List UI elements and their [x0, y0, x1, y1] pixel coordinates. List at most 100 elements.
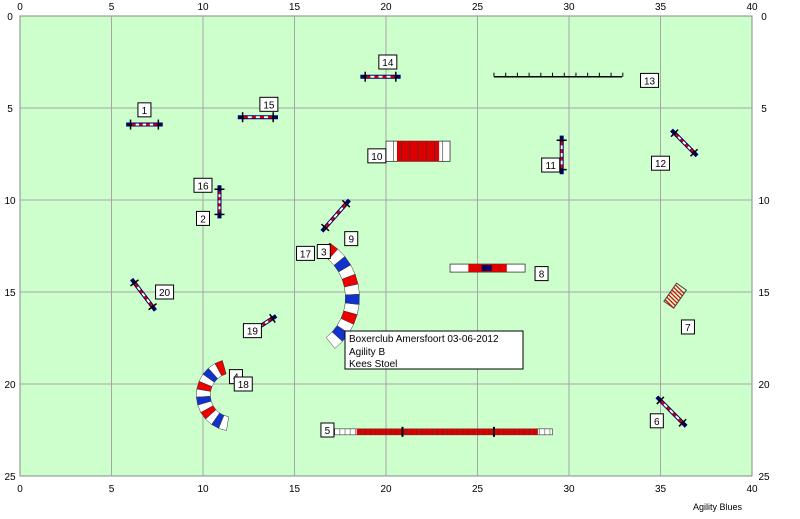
jump-10[interactable] [237, 112, 279, 123]
label-number: 5 [325, 426, 331, 437]
jump-stripe [267, 318, 272, 322]
label-box [233, 376, 253, 392]
jump-stripe [684, 143, 689, 148]
y-tick-left: 15 [4, 288, 16, 299]
label-box [295, 245, 315, 261]
label-box [680, 319, 695, 335]
jump-stripe [666, 406, 671, 411]
x-tick-bottom: 15 [289, 484, 301, 495]
jump-stripe [675, 133, 679, 138]
label-number: 17 [300, 249, 312, 260]
jump-8[interactable] [670, 128, 699, 158]
tire-stripe [664, 299, 675, 309]
y-tick-right: 10 [758, 196, 770, 207]
jump-stripe [261, 322, 266, 326]
x-tick-top: 35 [655, 2, 667, 13]
label-20: 20 [155, 284, 175, 300]
label-2: 2 [196, 210, 210, 226]
x-tick-bottom: 5 [109, 484, 115, 495]
jump-stripe [264, 320, 269, 324]
jump-stripe [141, 292, 146, 297]
jump-2[interactable] [214, 185, 225, 219]
label-number: 1 [142, 106, 148, 117]
curved-tunnel-4[interactable] [196, 360, 230, 431]
label-number: 14 [382, 58, 394, 69]
jump-wing [269, 313, 276, 323]
label-13: 13 [640, 72, 660, 88]
label-6: 6 [649, 413, 664, 429]
y-tick-left: 10 [4, 196, 16, 207]
dogwalk-5[interactable] [332, 426, 553, 437]
jump-stripe [675, 415, 680, 420]
jump-7[interactable] [556, 135, 567, 175]
obstacles [126, 71, 699, 437]
label-box [193, 177, 213, 193]
jump-9[interactable] [360, 71, 401, 82]
label-box [155, 284, 175, 300]
jump-stripe [678, 418, 683, 423]
jump-stripe [687, 145, 692, 150]
label-1: 1 [137, 102, 152, 118]
weave-poles-13[interactable] [493, 72, 624, 78]
jump-stripe [677, 136, 682, 140]
x-tick-top: 40 [746, 2, 758, 13]
label-number: 7 [685, 323, 691, 334]
tunnel-segment [344, 294, 360, 305]
label-3: 3 [316, 244, 331, 260]
label-box [640, 72, 660, 88]
y-tick-right: 20 [758, 380, 770, 391]
label-11: 11 [541, 157, 561, 173]
label-16: 16 [193, 177, 213, 193]
label-number: 15 [263, 100, 275, 111]
tire-7[interactable] [663, 282, 688, 309]
label-number: 11 [546, 161, 557, 172]
tire-rect [663, 282, 688, 309]
x-tick-bottom: 10 [197, 484, 209, 495]
chute-10[interactable] [385, 140, 451, 162]
x-tick-top: 0 [17, 2, 23, 13]
label-box [316, 244, 331, 260]
label-14: 14 [378, 54, 398, 70]
label-12: 12 [651, 155, 670, 171]
jump-stripe [134, 283, 139, 288]
obstacle-labels: 1234567891011121314151617181920 [137, 54, 695, 438]
jump-wing [678, 418, 687, 427]
jump-stripe [143, 295, 148, 301]
x-tick-bottom: 20 [380, 484, 392, 495]
y-tick-left: 20 [4, 380, 16, 391]
y-tick-right: 15 [758, 288, 770, 299]
jump-6[interactable] [655, 395, 688, 428]
jump-wing [341, 199, 351, 208]
jump-1[interactable] [126, 119, 163, 130]
label-box [242, 323, 262, 339]
label-number: 6 [654, 417, 660, 428]
jump-stripe [689, 148, 694, 153]
jump-stripe [672, 412, 677, 417]
label-box [137, 102, 152, 118]
label-box [541, 157, 561, 173]
x-tick-top: 20 [380, 2, 392, 13]
jump-3[interactable] [320, 198, 351, 233]
x-tick-top: 15 [289, 2, 301, 13]
label-15: 15 [259, 96, 279, 112]
jump-stripe [327, 219, 333, 225]
label-box [651, 155, 670, 171]
seesaw-8[interactable] [449, 263, 526, 273]
jump-5[interactable] [130, 277, 158, 312]
info-class: Agility B [349, 347, 385, 358]
y-tick-right: 0 [761, 12, 767, 23]
tire-frame [663, 282, 688, 309]
seesaw-pivot [481, 265, 492, 272]
tunnel-segment [218, 415, 230, 431]
y-tick-right: 25 [758, 472, 770, 483]
jump-wing [320, 223, 330, 232]
x-tick-bottom: 40 [746, 484, 758, 495]
x-tick-top: 5 [109, 2, 115, 13]
label-number: 12 [655, 159, 667, 170]
jump-stripe [339, 207, 344, 212]
y-tick-left: 25 [4, 472, 16, 483]
jump-stripe [136, 286, 141, 291]
